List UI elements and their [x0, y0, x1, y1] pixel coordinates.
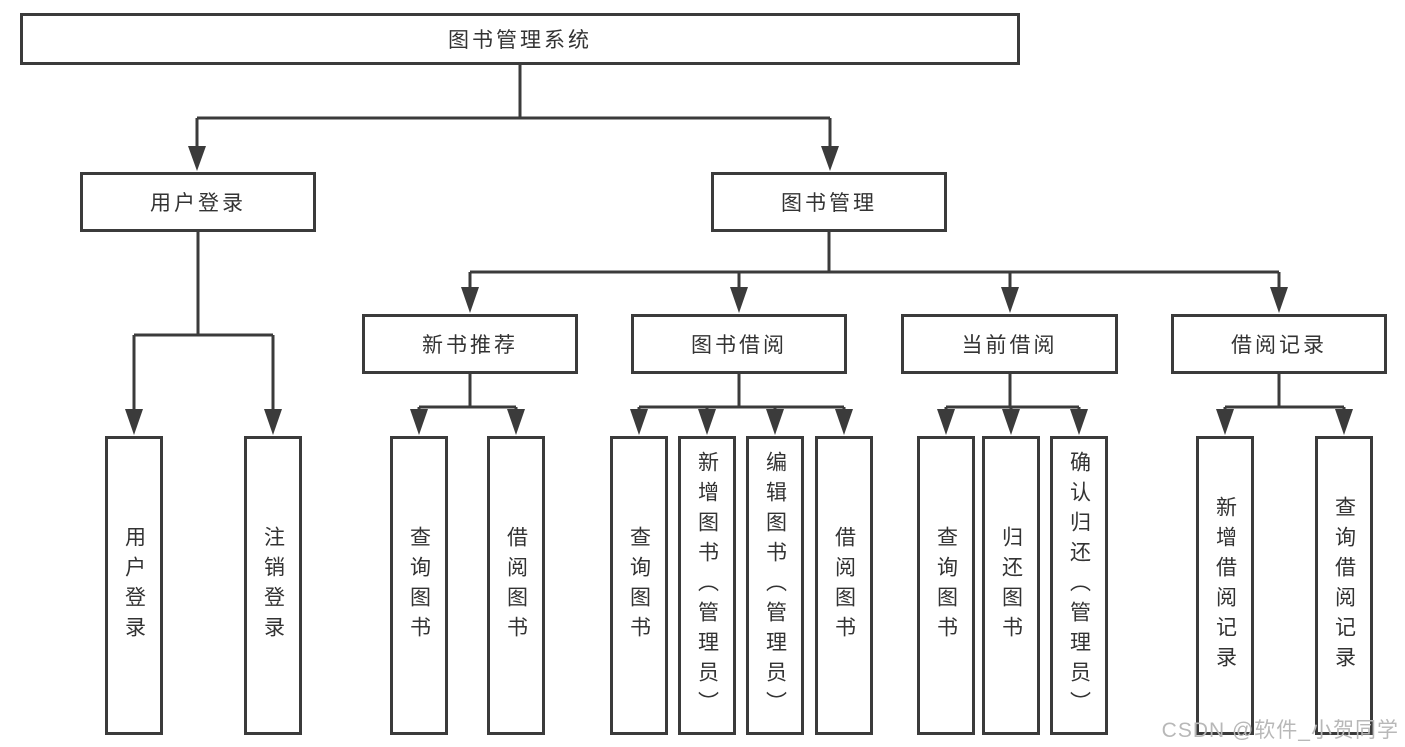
arrowhead [1002, 409, 1020, 435]
arrowhead [630, 409, 648, 435]
arrowhead [821, 146, 839, 171]
node-user-login: 用户登录 [80, 172, 316, 232]
edge-current-to-leaves [944, 374, 1081, 412]
node-leaf-query-borrow-record: 查询借阅记录 [1315, 436, 1373, 735]
node-label: 归还图书 [999, 525, 1023, 646]
node-leaf-query-books-borrow: 查询图书 [610, 436, 668, 735]
arrowhead [188, 146, 206, 171]
node-label: 图书借阅 [691, 334, 787, 357]
node-leaf-query-books-current: 查询图书 [917, 436, 975, 735]
edge-records-to-leaves [1223, 374, 1346, 412]
node-label: 查询图书 [934, 525, 958, 646]
edge-root-to-level2 [195, 65, 832, 150]
node-label: 新增图书（管理员） [695, 450, 719, 721]
node-leaf-confirm-return-admin: 确认归还（管理员） [1050, 436, 1108, 735]
node-label: 查询图书 [407, 525, 431, 646]
node-label: 新书推荐 [422, 334, 518, 357]
node-book-management: 图书管理 [711, 172, 947, 232]
node-label: 查询图书 [627, 525, 651, 646]
edge-userlogin-to-leaves [132, 232, 275, 412]
arrowhead [937, 409, 955, 435]
arrowhead [1335, 409, 1353, 435]
node-label: 借阅图书 [504, 525, 528, 646]
node-library-management-system: 图书管理系统 [20, 13, 1020, 65]
node-label: 借阅图书 [832, 525, 856, 646]
node-label: 图书管理 [781, 192, 877, 215]
arrowhead [835, 409, 853, 435]
node-book-borrowing: 图书借阅 [631, 314, 847, 374]
node-label: 当前借阅 [961, 334, 1058, 357]
arrowhead [264, 409, 282, 435]
arrowhead [766, 409, 784, 435]
node-borrowing-records: 借阅记录 [1171, 314, 1387, 374]
arrowhead [1216, 409, 1234, 435]
node-leaf-borrow-books-recommend: 借阅图书 [487, 436, 545, 735]
arrowhead [1270, 287, 1288, 313]
node-leaf-add-book-admin: 新增图书（管理员） [678, 436, 736, 735]
node-label: 编辑图书（管理员） [763, 450, 787, 721]
node-label: 新增借阅记录 [1213, 495, 1237, 676]
arrowhead [410, 409, 428, 435]
node-label: 用户登录 [150, 192, 246, 215]
arrowhead [698, 409, 716, 435]
node-leaf-borrow-books: 借阅图书 [815, 436, 873, 735]
arrowhead [507, 409, 525, 435]
arrowhead [1070, 409, 1088, 435]
node-leaf-return-books: 归还图书 [982, 436, 1040, 735]
edge-bookmgmt-to-level3 [468, 232, 1281, 290]
node-current-borrowing: 当前借阅 [901, 314, 1118, 374]
arrowhead [461, 287, 479, 313]
arrowhead [1001, 287, 1019, 313]
node-label: 确认归还（管理员） [1067, 450, 1091, 721]
node-leaf-edit-book-admin: 编辑图书（管理员） [746, 436, 804, 735]
node-label: 用户登录 [122, 525, 146, 646]
node-leaf-user-login: 用户登录 [105, 436, 163, 735]
edge-borrow-to-leaves [637, 374, 846, 412]
arrowhead [730, 287, 748, 313]
arrowhead [125, 409, 143, 435]
node-label: 注销登录 [261, 525, 285, 646]
node-leaf-query-books-recommend: 查询图书 [390, 436, 448, 735]
node-label: 图书管理系统 [448, 29, 592, 52]
node-label: 借阅记录 [1231, 334, 1327, 357]
node-leaf-logout: 注销登录 [244, 436, 302, 735]
node-new-book-recommendation: 新书推荐 [362, 314, 578, 374]
node-label: 查询借阅记录 [1332, 495, 1356, 676]
node-leaf-add-borrow-record: 新增借阅记录 [1196, 436, 1254, 735]
csdn-watermark: CSDN @软件_小贺同学 [1161, 719, 1399, 742]
edge-recommend-to-leaves [417, 374, 518, 412]
